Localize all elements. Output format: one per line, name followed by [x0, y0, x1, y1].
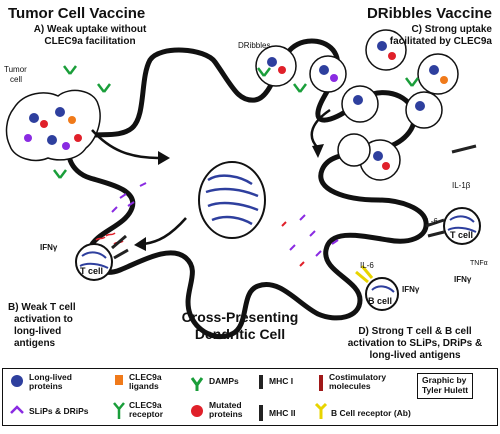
- mhc2-icon: [259, 405, 263, 421]
- right-subtitle-1: C) Strong uptake: [411, 24, 492, 35]
- tumor-cell-proteins: [24, 107, 82, 150]
- long-lived-icon: [11, 375, 23, 387]
- b-cell-label: B cell: [368, 296, 393, 306]
- tumor-cell-outline: [5, 89, 101, 162]
- mhc1-icon: [259, 375, 263, 389]
- dc-title-2: Dendritic Cell: [194, 326, 286, 342]
- t-cell-right-label: T cell: [450, 230, 474, 240]
- clec9a-receptor-icon: [113, 402, 125, 419]
- legend-icons: [10, 375, 328, 421]
- dribbles-label: DRibbles: [238, 41, 271, 50]
- dribbles-particles: [255, 29, 459, 181]
- left-title: Tumor Cell Vaccine: [8, 5, 146, 22]
- legend-mhc1: MHC I: [269, 376, 294, 386]
- ifn-bcell-label: IFNγ: [402, 285, 420, 294]
- nucleus: [198, 161, 266, 239]
- tcr-right-1: [425, 218, 445, 228]
- legend-bcr: B Cell receptor (Ab): [331, 408, 411, 418]
- left-subtitle-1: A) Weak uptake without: [33, 24, 147, 35]
- damps-icon: [190, 377, 204, 391]
- right-title: DRibbles Vaccine: [366, 5, 492, 22]
- outcome-b-4: antigens: [14, 338, 56, 349]
- outcome-b-3: long-lived: [14, 326, 62, 337]
- outcome-d-2: activation to SLiPs, DRiPs &: [347, 338, 483, 349]
- legend-mutated: Mutated proteins: [209, 400, 243, 420]
- legend-damps: DAMPs: [209, 376, 239, 386]
- legend-clec9a-ligands: CLEC9a ligands: [129, 372, 162, 392]
- bcr-1: [355, 270, 369, 284]
- tcr-left-1: [111, 234, 127, 250]
- t-cell-left: [75, 243, 113, 281]
- tumor-cell-label-2: cell: [10, 75, 23, 84]
- nucleus-chromatin: [205, 174, 259, 226]
- uptake-arrow-upper: [91, 129, 159, 160]
- credit-box: Graphic by Tyler Hulett: [417, 373, 474, 399]
- legend-mhc2: MHC II: [269, 408, 296, 418]
- credit-line-2: Tyler Hulett: [422, 384, 469, 395]
- tcr-left-2: [113, 248, 129, 260]
- il1b-label: IL-1β: [452, 181, 471, 190]
- b-cell: [365, 277, 399, 311]
- legend-costim: Costimulatory molecules: [329, 372, 387, 392]
- outcome-d-1: D) Strong T cell & B cell: [358, 326, 472, 337]
- bcr-2: [360, 265, 374, 279]
- mutated-icon: [191, 405, 203, 417]
- outcome-b-1: B) Weak T cell: [8, 302, 76, 313]
- ifn-left-label: IFNγ: [40, 243, 58, 252]
- legend-long-lived: Long-lived proteins: [29, 372, 72, 392]
- bcr-icon: [314, 402, 328, 419]
- tcr-right-upper: [451, 144, 477, 154]
- tcr-right-2: [427, 230, 445, 238]
- left-subtitle-2: CLEC9a facilitation: [44, 36, 136, 47]
- scattered-antigens: [53, 65, 419, 267]
- credit-line-1: Graphic by: [422, 375, 467, 385]
- il6-lower-label: IL-6: [360, 261, 374, 270]
- legend-slips: SLiPs & DRiPs: [29, 406, 89, 416]
- slips-icon: [10, 405, 24, 414]
- il6-upper-label: IL-6: [424, 217, 438, 226]
- uptake-arrow-lower: [143, 217, 187, 246]
- uptake-arrow-lower-head: [134, 237, 146, 251]
- right-subtitle-2: facilitated by CLEC9a: [389, 36, 492, 47]
- uptake-arrow-upper-head: [158, 151, 170, 165]
- clec9a-ligand-icon: [115, 375, 123, 385]
- ifn-right-label: IFNγ: [454, 275, 472, 284]
- costim-icon: [319, 375, 323, 391]
- tnf-label: TNFα: [470, 260, 488, 267]
- uptake-arrow-right-head: [312, 144, 324, 158]
- tumor-cell-label-1: Tumor: [4, 65, 27, 74]
- dc-title-1: Cross-Presenting: [181, 309, 299, 325]
- outcome-d-3: long-lived antigens: [369, 350, 461, 361]
- legend-clec9a-receptor: CLEC9a receptor: [129, 400, 164, 420]
- t-cell-right: [443, 207, 481, 245]
- dribbles-cargo: [267, 41, 448, 170]
- legend-box: Long-lived proteins SLiPs & DRiPs CLEC9a…: [2, 368, 498, 426]
- uptake-arrow-right: [310, 108, 331, 149]
- outcome-b-2: activation to: [14, 314, 73, 325]
- t-cell-left-label: T cell: [80, 266, 104, 276]
